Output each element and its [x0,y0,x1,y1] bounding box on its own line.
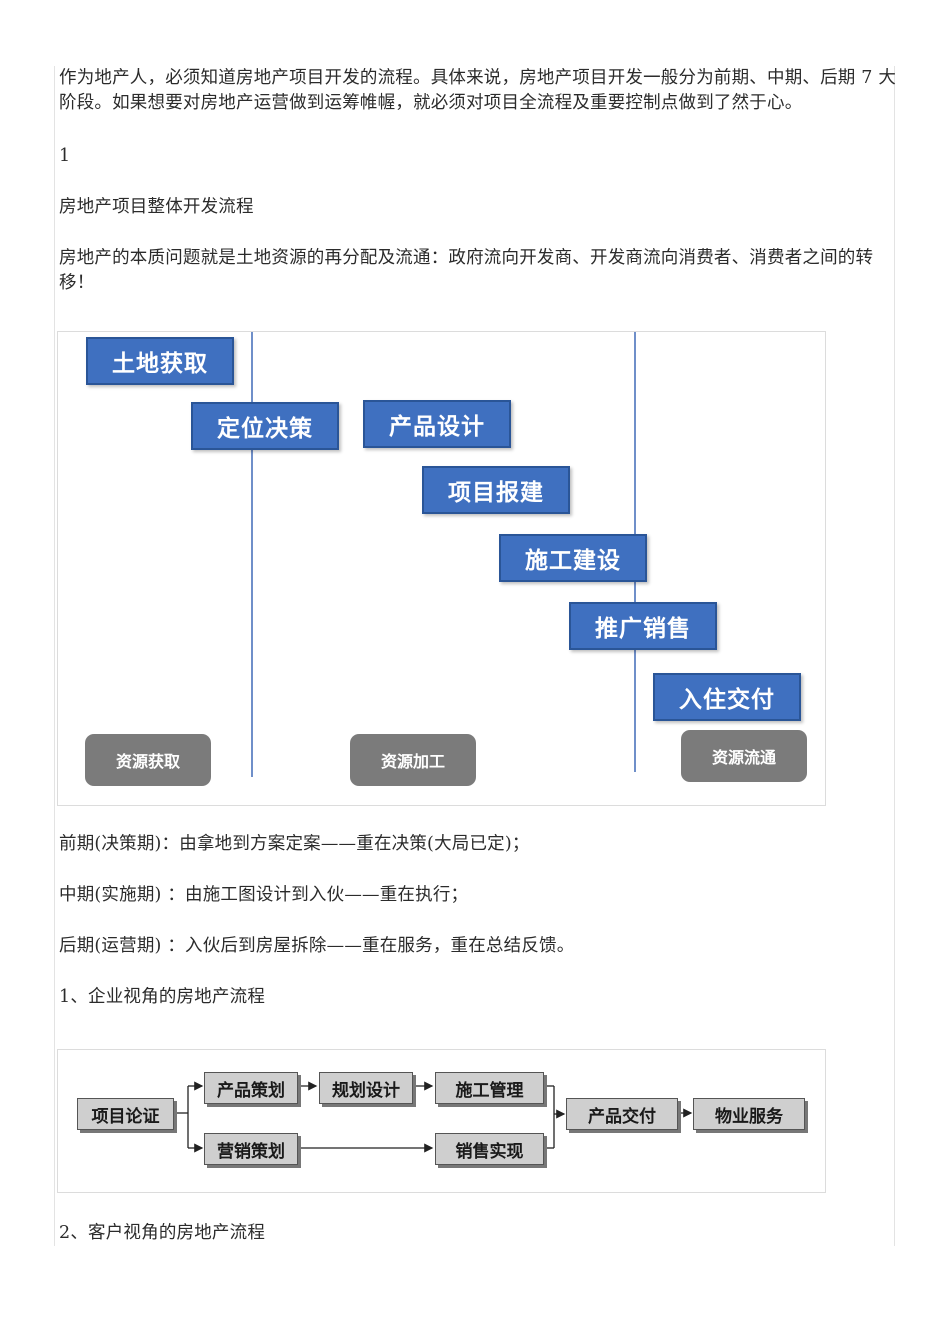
customer-view-heading: 2、客户视角的房地产流程 [59,1223,266,1243]
node-project-evaluation: 项目论证 [77,1098,174,1130]
stage-construction: 施工建设 [499,534,647,582]
node-marketing-planning: 营销策划 [204,1133,298,1165]
early-stage-paragraph: 前期(决策期)：由拿地到方案定案——重在决策(大局已定)； [59,834,530,854]
phase-resource-processing: 资源加工 [350,734,476,786]
node-construction-management: 施工管理 [435,1072,544,1104]
essence-paragraph: 房地产的本质问题就是土地资源的再分配及流通：政府流向开发商、开发商流向消费者、消… [59,248,874,293]
section-title: 房地产项目整体开发流程 [59,197,254,217]
flow-connectors [174,1081,693,1153]
phase-separator-left [251,332,253,777]
node-planning-design: 规划设计 [319,1072,413,1104]
node-sales-realization: 销售实现 [435,1133,544,1165]
intro-paragraph: 作为地产人，必须知道房地产项目开发的流程。具体来说，房地产项目开发一般分为前期、… [59,68,897,113]
page-right-border [894,66,895,1246]
section-number: 1 [59,146,71,166]
stage-positioning-decision: 定位决策 [191,402,339,450]
stage-marketing-sales: 推广销售 [569,602,717,650]
stage-product-design: 产品设计 [363,400,511,448]
late-stage-paragraph: 后期(运营期) ：入伙后到房屋拆除——重在服务，重在总结反馈。 [59,936,575,956]
node-product-planning: 产品策划 [204,1072,298,1104]
development-stage-figure: 土地获取 定位决策 产品设计 项目报建 施工建设 推广销售 入住交付 资源获取 … [57,331,826,806]
stage-land-acquisition: 土地获取 [86,337,234,385]
phase-resource-acquisition: 资源获取 [85,734,211,786]
stage-move-in-delivery: 入住交付 [653,673,801,721]
middle-stage-paragraph: 中期(实施期) ：由施工图设计到入伙——重在执行； [59,885,469,905]
enterprise-flow-figure: 项目论证 产品策划 规划设计 施工管理 营销策划 销售实现 产品交付 物业服务 [57,1049,826,1193]
node-product-delivery: 产品交付 [566,1098,678,1130]
enterprise-view-heading: 1、企业视角的房地产流程 [59,987,266,1007]
stage-project-approval: 项目报建 [422,466,570,514]
node-property-service: 物业服务 [693,1098,805,1130]
phase-resource-circulation: 资源流通 [681,730,807,782]
page-left-border [54,66,55,1246]
